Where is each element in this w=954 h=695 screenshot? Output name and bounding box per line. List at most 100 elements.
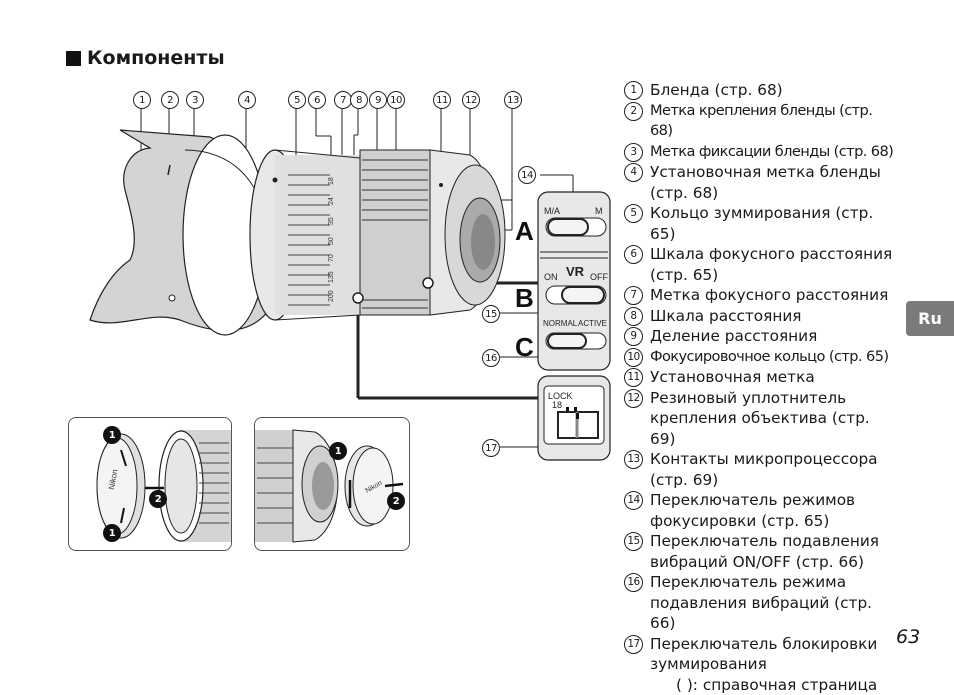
lock-switch-point: [353, 293, 363, 303]
page-number: 63: [896, 626, 920, 648]
legend-text: Кольцо зуммирования (стр. 65): [650, 203, 894, 244]
legend-text: Бленда (стр. 68): [650, 80, 894, 101]
scale-mark: 50: [328, 237, 335, 245]
switch-c-left-label: NORMAL: [543, 319, 578, 328]
front-cap-illustration: Nikon: [69, 418, 231, 550]
legend-number: 16: [624, 573, 643, 592]
scale-mark: 200: [328, 290, 335, 302]
legend-number: 11: [624, 368, 643, 387]
language-tab[interactable]: Ru: [906, 301, 954, 336]
callout-3: 3: [186, 91, 204, 109]
legend-item: 15 Переключатель подавления вибраций ON/O…: [624, 531, 894, 572]
vr-switch-point: [423, 278, 433, 288]
legend-item: 13 Контакты микропроцессора (стр. 69): [624, 449, 894, 490]
legend-number: 14: [624, 491, 643, 510]
scale-mark: 18: [328, 177, 335, 185]
legend-number: 15: [624, 532, 643, 551]
scale-mark: 70: [328, 254, 335, 262]
legend-number: 6: [624, 245, 643, 264]
legend-text: Деление расстояния: [650, 326, 894, 347]
front-cap-step-1-top: 1: [103, 426, 121, 444]
legend-item: 1 Бленда (стр. 68): [624, 80, 894, 101]
legend-number: 5: [624, 204, 643, 223]
switch-letter-c: C: [515, 332, 534, 362]
rear-cap-step-1: 1: [329, 442, 347, 460]
callout-15: 15: [482, 305, 500, 323]
legend-text: Метка крепления бленды (стр. 68): [650, 101, 894, 142]
callout-6: 6: [308, 91, 326, 109]
scale-mark: 35: [328, 217, 335, 225]
legend-text: Контакты микропроцессора (стр. 69): [650, 449, 894, 490]
callout-5: 5: [288, 91, 306, 109]
legend-item: 2 Метка крепления бленды (стр. 68): [624, 101, 894, 142]
lens-body: [250, 150, 505, 320]
callout-12: 12: [462, 91, 480, 109]
legend-number: 13: [624, 450, 643, 469]
switch-b-title: VR: [566, 264, 585, 279]
callout-14: 14: [518, 166, 536, 184]
scale-mark: 135: [328, 271, 335, 283]
legend-number: 8: [624, 307, 643, 326]
legend-number: 4: [624, 163, 643, 182]
switch-a-left-label: M/A: [544, 206, 560, 216]
legend-item: 12 Резиновый уплотнитель крепления объект…: [624, 388, 894, 450]
callout-2: 2: [161, 91, 179, 109]
legend-text: Переключатель блокировки зуммирования: [650, 634, 894, 675]
legend-note: ( ): справочная страница: [624, 675, 894, 695]
switch-C: [546, 333, 606, 349]
rear-cap-illustration: Nikon: [255, 418, 409, 550]
legend-number: 2: [624, 102, 643, 121]
scale-mark: 24: [328, 197, 335, 205]
rear-cap-inset: Nikon 1 2: [254, 417, 410, 551]
rear-cap-step-2: 2: [387, 492, 405, 510]
legend-text: Резиновый уплотнитель крепления объектив…: [650, 388, 894, 450]
legend-item: 14 Переключатель режимов фокусировки (стр…: [624, 490, 894, 531]
legend-item: 17 Переключатель блокировки зуммирования: [624, 634, 894, 675]
switch-a-right-label: M: [595, 206, 603, 216]
switch-A: [546, 218, 606, 236]
switch-letter-b: B: [515, 283, 534, 313]
legend-number: 7: [624, 286, 643, 305]
legend-item: 11 Установочная метка: [624, 367, 894, 388]
legend-text: Шкала расстояния: [650, 306, 894, 327]
legend-text: Установочная метка: [650, 367, 894, 388]
legend-number: 9: [624, 327, 643, 346]
legend-text: Шкала фокусного расстояния (стр. 65): [650, 244, 894, 285]
legend-number: 10: [624, 348, 643, 367]
legend-text: Переключатель подавления вибраций ON/OFF…: [650, 531, 894, 572]
legend-number: 1: [624, 81, 643, 100]
switch-b-left-label: ON: [544, 272, 558, 282]
legend-text: Переключатель режима подавления вибраций…: [650, 572, 894, 634]
callout-8: 8: [350, 91, 368, 109]
legend-number: 3: [624, 143, 643, 162]
callout-11: 11: [433, 91, 451, 109]
switch-B: [546, 286, 606, 304]
switch-b-right-label: OFF: [590, 272, 608, 282]
front-cap-step-1-bottom: 1: [103, 524, 121, 542]
legend-item: 7 Метка фокусного расстояния: [624, 285, 894, 306]
legend-item: 8 Шкала расстояния: [624, 306, 894, 327]
lens-hood: [90, 130, 275, 335]
callout-13: 13: [504, 91, 522, 109]
legend-text: Переключатель режимов фокусировки (стр. …: [650, 490, 894, 531]
callout-1: 1: [133, 91, 151, 109]
legend-item: 9 Деление расстояния: [624, 326, 894, 347]
callout-17: 17: [482, 439, 500, 457]
callout-4: 4: [238, 91, 256, 109]
switch-letter-a: A: [515, 216, 534, 246]
front-cap-inset: Nikon 1 2 1: [68, 417, 232, 551]
legend-item: 16 Переключатель режима подавления вибрац…: [624, 572, 894, 634]
callout-16: 16: [482, 349, 500, 367]
lock-value: 18: [552, 400, 562, 410]
legend-text: Метка фокусного расстояния: [650, 285, 894, 306]
legend-number: 12: [624, 389, 643, 408]
front-cap-step-2: 2: [149, 490, 167, 508]
legend-number: 17: [624, 635, 643, 654]
legend-item: 4 Установочная метка бленды (стр. 68): [624, 162, 894, 203]
legend-text: Установочная метка бленды (стр. 68): [650, 162, 894, 203]
legend-text: Метка фиксации бленды (стр. 68): [650, 142, 894, 163]
legend-item: 6 Шкала фокусного расстояния (стр. 65): [624, 244, 894, 285]
callout-9: 9: [369, 91, 387, 109]
callout-10: 10: [387, 91, 405, 109]
